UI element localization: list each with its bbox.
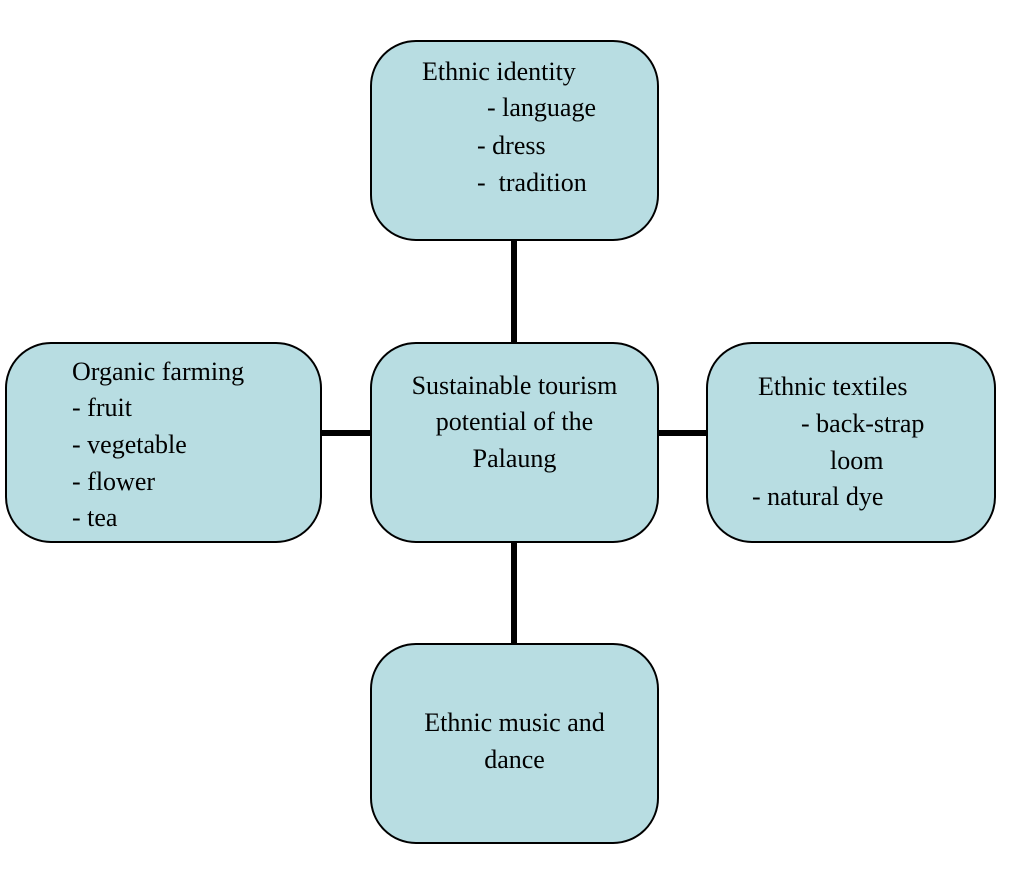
node-ethnic-music-dance: Ethnic music and dance — [370, 643, 659, 844]
node-title: Ethnic textiles — [758, 372, 908, 401]
node-ethnic-textiles: Ethnic textiles - back-strap loom - natu… — [706, 342, 996, 543]
connector-bottom — [511, 543, 517, 643]
node-item: - natural dye — [752, 482, 884, 511]
node-title: Palaung — [472, 444, 557, 473]
node-item: - back-strap — [801, 409, 925, 438]
node-title: Organic farming — [72, 357, 245, 386]
node-title: Sustainable tourism — [411, 371, 618, 400]
node-ethnic-identity: Ethnic identity - language - dress - tra… — [370, 40, 659, 241]
node-item: - tea — [72, 503, 118, 532]
node-title: dance — [484, 745, 545, 774]
node-item: - vegetable — [72, 430, 187, 459]
node-item: - flower — [72, 467, 156, 496]
node-title: Ethnic identity — [422, 57, 576, 86]
node-organic-farming: Organic farming - fruit - vegetable - fl… — [5, 342, 322, 543]
node-title: Ethnic music and — [424, 708, 605, 737]
node-item: - dress — [477, 131, 546, 160]
node-sustainable-tourism: Sustainable tourism potential of the Pal… — [370, 342, 659, 543]
node-item: - tradition — [477, 168, 587, 197]
node-title: potential of the — [435, 407, 594, 436]
node-item: loom — [830, 446, 884, 475]
node-item: - language — [487, 93, 597, 122]
connector-right — [659, 430, 706, 436]
connector-left — [322, 430, 370, 436]
connector-top — [511, 241, 517, 342]
node-item: - fruit — [72, 393, 132, 422]
